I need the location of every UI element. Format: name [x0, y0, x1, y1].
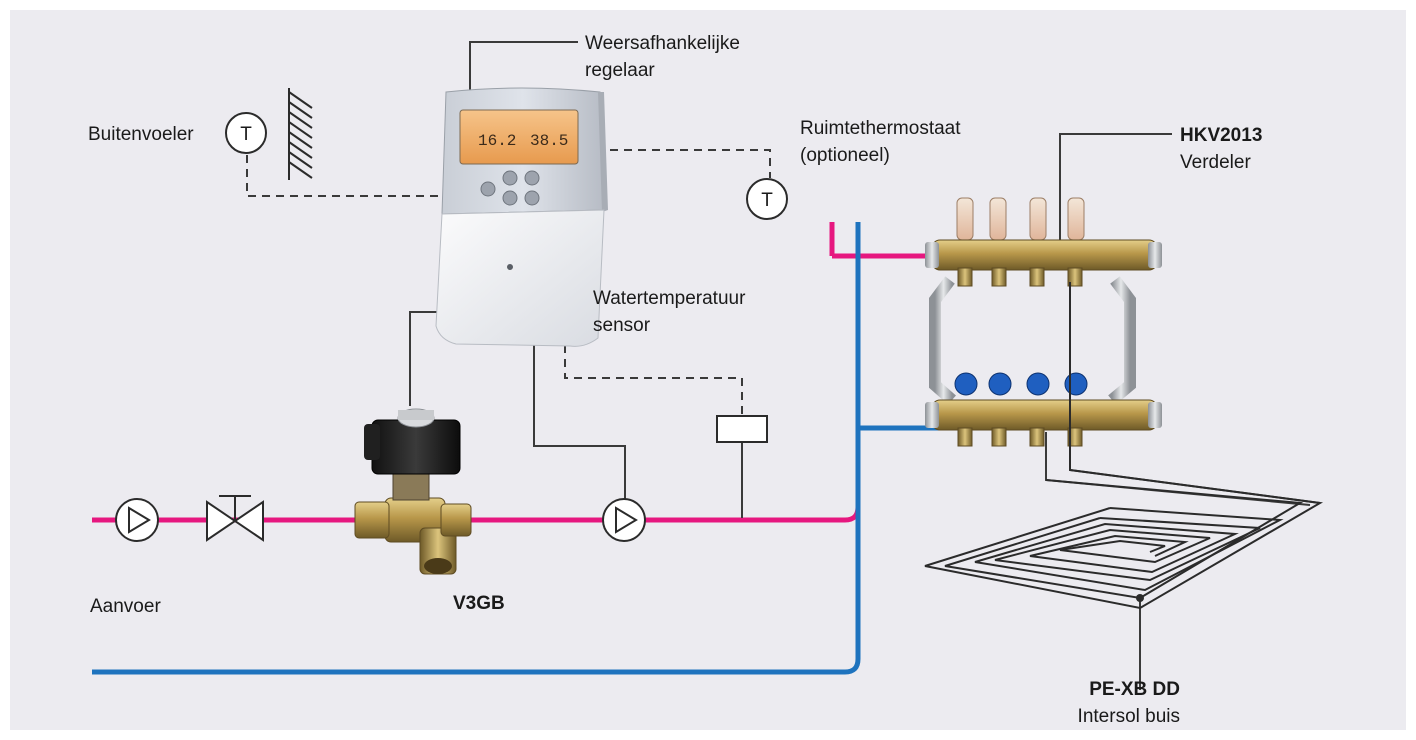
- pipe-model-label: PE-XB DD: [1089, 679, 1180, 700]
- controller-button: [481, 182, 495, 196]
- controller-button: [525, 191, 539, 205]
- controller-button: [525, 171, 539, 185]
- water-sensor-label-line1: Watertemperatuur: [593, 288, 746, 309]
- weather-compensating-controller: 16.2 38.5: [436, 88, 608, 346]
- outdoor-sensor: T: [226, 113, 266, 153]
- controller-label-line1: Weersafhankelijke: [585, 33, 740, 54]
- room-thermostat-label-line2: (optioneel): [800, 145, 890, 166]
- water-sensor-label-line2: sensor: [593, 315, 651, 336]
- room-thermostat-label-line1: Ruimtethermostaat: [800, 118, 961, 139]
- lcd-value-left: 16.2: [478, 132, 516, 150]
- diagram-background: [10, 10, 1406, 730]
- outdoor-sensor-label: Buitenvoeler: [88, 124, 194, 145]
- lcd-value-right: 38.5: [530, 132, 568, 150]
- valve-model-label: V3GB: [453, 593, 505, 614]
- controller-button: [503, 191, 517, 205]
- sensor-symbol-outdoor: T: [240, 124, 252, 145]
- loop-junction: [1136, 594, 1144, 602]
- controller-label-line2: regelaar: [585, 60, 655, 81]
- water-temperature-sensor: [717, 416, 767, 442]
- manifold-model-label: HKV2013: [1180, 125, 1262, 146]
- pump-icon: [603, 499, 645, 541]
- supply-label: Aanvoer: [90, 596, 161, 617]
- controller-button: [503, 171, 517, 185]
- controller-led: [507, 264, 513, 270]
- pipe-name-label: Intersol buis: [1078, 706, 1180, 727]
- manifold-name-label: Verdeler: [1180, 152, 1251, 173]
- sensor-symbol-room: T: [761, 190, 773, 211]
- pump-icon: [116, 499, 158, 541]
- room-thermostat: T: [747, 179, 787, 219]
